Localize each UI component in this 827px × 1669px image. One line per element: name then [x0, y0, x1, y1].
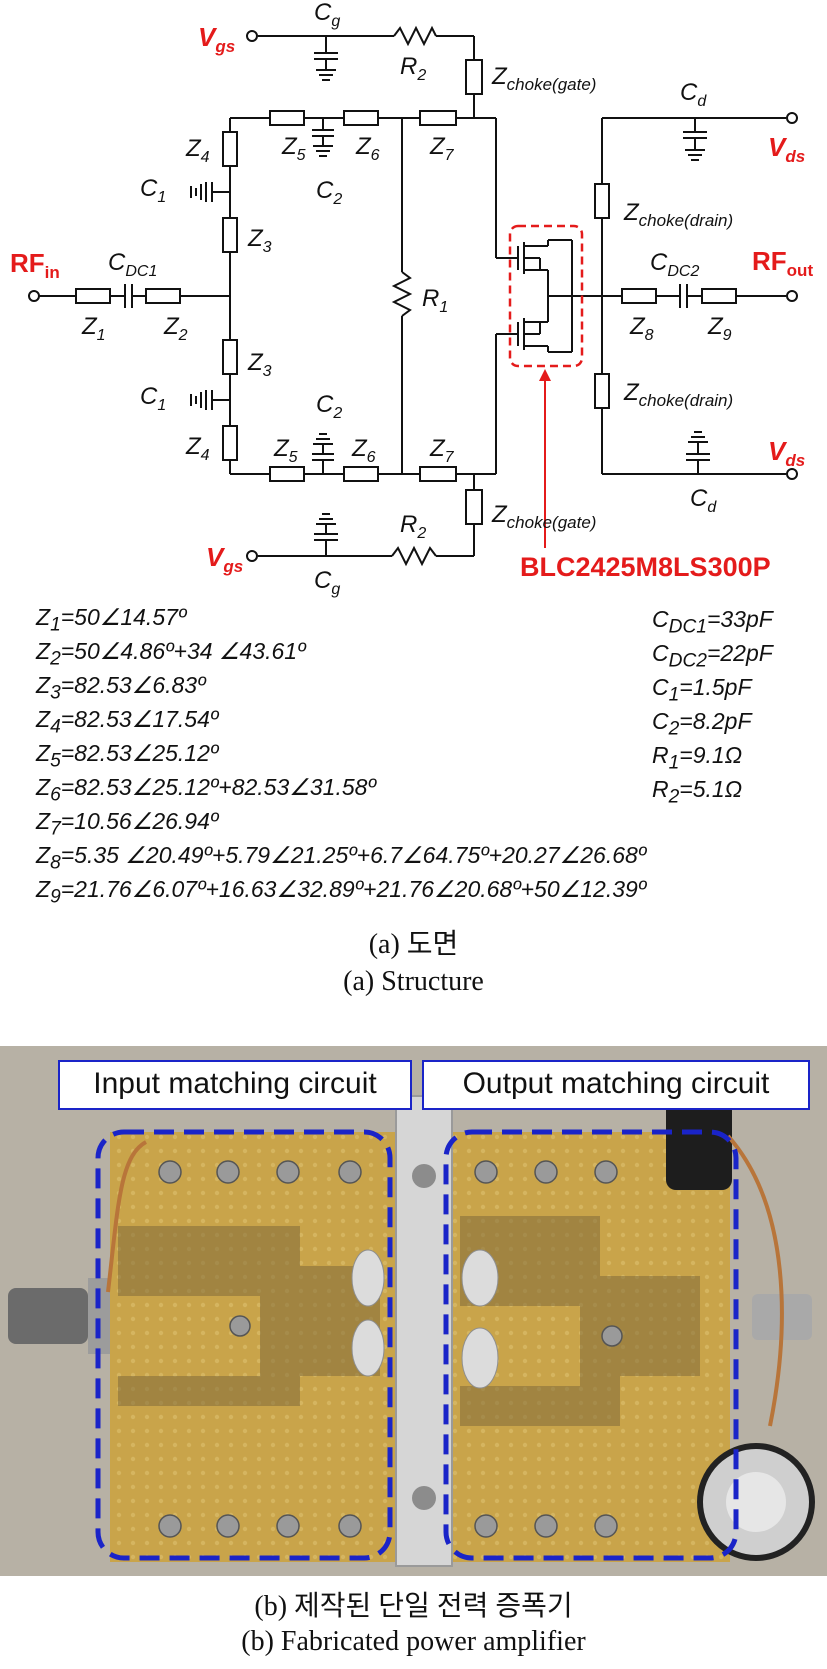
caption-a-korean: (a) 도면: [368, 929, 459, 960]
amplifier-photo: Input matching circuit Output matching c…: [0, 1046, 827, 1576]
equation-z1: Z1=50∠14.57º: [36, 604, 187, 636]
equation-cdc1: CDC1=33pF: [652, 606, 773, 638]
board-illustration: [0, 1046, 827, 1576]
cdc1-label: CDC1: [108, 249, 157, 280]
z5-top-label: Z5: [281, 133, 306, 164]
z4-top-label: Z4: [185, 135, 210, 166]
z3-top-label: Z3: [247, 225, 272, 256]
r2-top-label: R2: [400, 53, 426, 84]
equation-r2: R2=5.1Ω: [652, 776, 743, 808]
caption-a-english: (a) Structure: [343, 966, 484, 997]
transistor-label: BLC2425M8LS300P: [520, 552, 771, 582]
equation-cdc2: CDC2=22pF: [652, 640, 773, 672]
equation-z7: Z7=10.56∠26.94º: [36, 808, 219, 840]
z2-label: Z2: [163, 313, 188, 344]
zchoke-drain-bottom-label: Zchoke(drain): [623, 379, 733, 410]
vds-top-label: Vds: [768, 132, 805, 166]
caption-b-english: (b) Fabricated power amplifier: [241, 1626, 586, 1657]
rf-out-label: RFout: [752, 246, 813, 280]
z4-bottom-label: Z4: [185, 433, 210, 464]
r2-bottom-label: R2: [400, 511, 426, 542]
equation-c2: C2=8.2pF: [652, 708, 752, 740]
equation-z4: Z4=82.53∠17.54º: [36, 706, 219, 738]
input-matching-label: Input matching circuit: [58, 1060, 412, 1110]
z6-top-label: Z6: [355, 133, 380, 164]
c1-top-label: C1: [140, 175, 166, 206]
equation-z2: Z2=50∠4.86º+34 ∠43.61º: [36, 638, 306, 670]
vds-bottom-label: Vds: [768, 436, 805, 470]
z5-bottom-label: Z5: [273, 435, 298, 466]
z7-bottom-label: Z7: [429, 435, 455, 466]
z3-bottom-label: Z3: [247, 349, 272, 380]
equation-z6: Z6=82.53∠25.12º+82.53∠31.58º: [36, 774, 376, 806]
cd-top-label: Cd: [680, 79, 707, 110]
z9-label: Z9: [707, 313, 732, 344]
c2-top-label: C2: [316, 177, 342, 208]
equation-c1: C1=1.5pF: [652, 674, 752, 706]
c1-bottom-label: C1: [140, 383, 166, 414]
c2-bottom-label: C2: [316, 391, 342, 422]
output-matching-label: Output matching circuit: [422, 1060, 810, 1110]
caption-b-korean: (b) 제작된 단일 전력 증폭기: [254, 1591, 573, 1622]
vgs-bottom-label: Vgs: [206, 542, 243, 576]
equation-r1: R1=9.1Ω: [652, 742, 743, 774]
z6-bottom-label: Z6: [351, 435, 376, 466]
equation-z9: Z9=21.76∠6.07º+16.63∠32.89º+21.76∠20.68º…: [36, 876, 647, 908]
equation-z5: Z5=82.53∠25.12º: [36, 740, 219, 772]
r1-label: R1: [422, 285, 448, 316]
z7-top-label: Z7: [429, 133, 455, 164]
cg-top-label: Cg: [314, 0, 340, 30]
cg-bottom-label: Cg: [314, 567, 340, 598]
circuit-schematic: Vgs Cg R2 Zchoke(gate) Cd Vds Z4 Z5 Z6 Z…: [10, 0, 813, 598]
cdc2-label: CDC2: [650, 249, 699, 280]
equation-z8: Z8=5.35 ∠20.49º+5.79∠21.25º+6.7∠64.75º+2…: [36, 842, 647, 874]
z8-label: Z8: [629, 313, 654, 344]
z1-label: Z1: [81, 313, 106, 344]
vgs-top-label: Vgs: [198, 22, 235, 56]
equation-z3: Z3=82.53∠6.83º: [36, 672, 206, 704]
zchoke-gate-bottom-label: Zchoke(gate): [491, 501, 596, 532]
zchoke-gate-top-label: Zchoke(gate): [491, 63, 596, 94]
zchoke-drain-top-label: Zchoke(drain): [623, 199, 733, 230]
cd-bottom-label: Cd: [690, 485, 717, 516]
rf-in-label: RFin: [10, 248, 60, 282]
